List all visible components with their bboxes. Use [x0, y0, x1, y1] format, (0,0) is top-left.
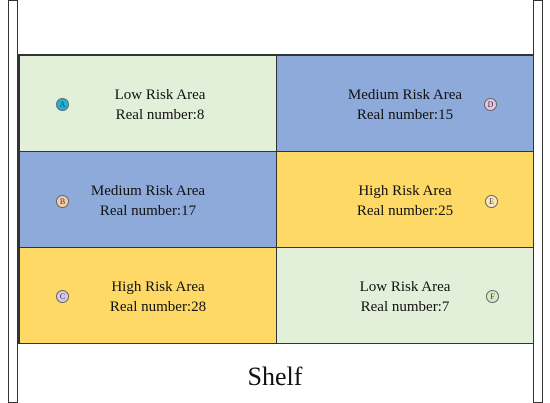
- area-d-title: Medium Risk Area: [347, 87, 463, 103]
- marker-c: C: [56, 290, 69, 303]
- marker-a-label: A: [59, 100, 66, 109]
- area-d: Medium Risk Area Real number:15 D: [276, 55, 534, 152]
- marker-d-label: D: [487, 100, 494, 109]
- marker-d: D: [484, 98, 497, 111]
- area-e: High Risk Area Real number:25 E: [276, 151, 534, 248]
- area-b-title: Medium Risk Area: [90, 183, 206, 199]
- marker-c-label: C: [59, 292, 66, 301]
- area-d-count: Real number:15: [356, 107, 454, 123]
- area-a-title: Low Risk Area: [114, 87, 206, 103]
- area-c-title: High Risk Area: [111, 279, 205, 295]
- area-a: A Low Risk Area Real number:8: [19, 55, 277, 152]
- area-b: B Medium Risk Area Real number:17: [19, 151, 277, 248]
- area-a-count: Real number:8: [115, 107, 205, 123]
- area-c: C High Risk Area Real number:28: [19, 247, 277, 344]
- marker-f-label: F: [490, 292, 495, 301]
- shelf-left-post: [8, 0, 18, 403]
- marker-f: F: [486, 290, 499, 303]
- area-e-title: High Risk Area: [358, 183, 452, 199]
- marker-e: E: [485, 195, 498, 208]
- shelf-right-post: [533, 0, 543, 403]
- area-c-count: Real number:28: [109, 299, 207, 315]
- area-f-title: Low Risk Area: [359, 279, 451, 295]
- area-e-count: Real number:25: [356, 203, 454, 219]
- shelf-grid: A Low Risk Area Real number:8 Medium Ris…: [18, 54, 534, 344]
- shelf-label: Shelf: [247, 362, 303, 391]
- marker-b: B: [56, 195, 69, 208]
- area-f-count: Real number:7: [360, 299, 450, 315]
- area-f: Low Risk Area Real number:7 F: [276, 247, 534, 344]
- area-b-count: Real number:17: [99, 203, 197, 219]
- marker-b-label: B: [59, 197, 66, 206]
- marker-a: A: [56, 98, 69, 111]
- marker-e-label: E: [489, 197, 494, 206]
